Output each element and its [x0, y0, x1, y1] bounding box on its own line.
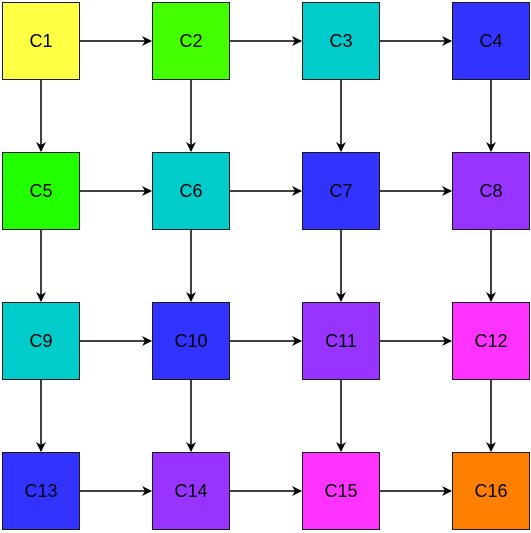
node-c5: C5: [2, 152, 80, 230]
node-label: C14: [174, 480, 208, 501]
node-c13: C13: [2, 452, 80, 530]
node-label: C6: [179, 180, 203, 201]
node-c12: C12: [452, 302, 530, 380]
node-label: C2: [179, 30, 203, 51]
node-c8: C8: [452, 152, 530, 230]
node-label: C8: [479, 180, 503, 201]
node-label: C13: [24, 480, 58, 501]
node-label: C12: [474, 330, 508, 351]
node-label: C11: [325, 330, 357, 351]
node-label: C15: [324, 480, 358, 501]
node-label: C7: [329, 180, 353, 201]
node-label: C10: [174, 330, 208, 351]
edges-group: [36, 36, 496, 496]
node-c1: C1: [2, 2, 80, 80]
node-c16: C16: [452, 452, 530, 530]
node-c14: C14: [152, 452, 230, 530]
node-c6: C6: [152, 152, 230, 230]
node-label: C9: [29, 330, 53, 351]
node-label: C3: [329, 30, 353, 51]
node-label: C1: [29, 30, 53, 51]
node-c2: C2: [152, 2, 230, 80]
node-c3: C3: [302, 2, 380, 80]
node-c4: C4: [452, 2, 530, 80]
node-c10: C10: [152, 302, 230, 380]
node-label: C16: [474, 480, 508, 501]
node-label: C5: [29, 180, 53, 201]
node-c9: C9: [2, 302, 80, 380]
node-c7: C7: [302, 152, 380, 230]
node-c15: C15: [302, 452, 380, 530]
node-label: C4: [479, 30, 503, 51]
node-c11: C11: [302, 302, 380, 380]
